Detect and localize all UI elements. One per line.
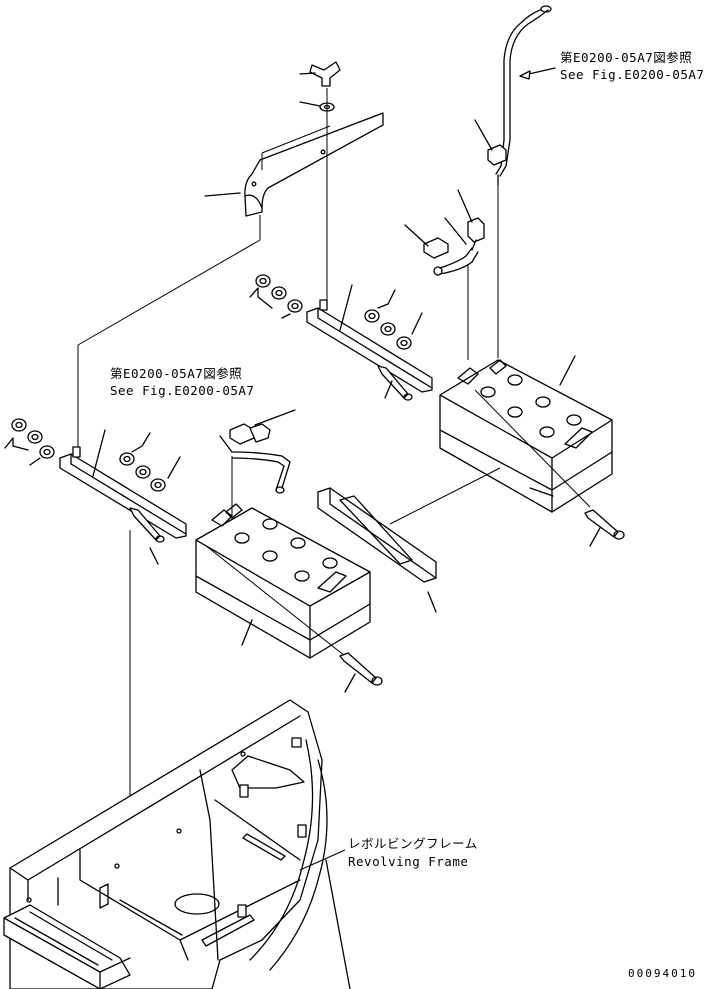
upper-battery-bolt (584, 509, 625, 547)
reference-note-top-jp: 第E0200-05A7図参照 (560, 50, 693, 65)
upper-battery (439, 355, 613, 513)
upper-cable (474, 5, 556, 358)
revolving-frame (9, 699, 351, 989)
frame-label-en: Revolving Frame (348, 854, 469, 869)
frame-label-jp: レボルビングフレーム (348, 836, 478, 851)
battery-cover-plate (204, 112, 384, 217)
lower-battery-bolt (339, 652, 383, 693)
reference-note-top-en: See Fig.E0200-05A7 (560, 67, 705, 82)
upper-hold-down-bracket (306, 284, 433, 401)
middle-cable (219, 409, 296, 520)
upper-jumper-cable (404, 189, 485, 360)
frame-leader-line (299, 849, 346, 871)
wing-bolt (299, 61, 341, 308)
reference-note-mid-jp: 第E0200-05A7図参照 (110, 366, 243, 381)
left-nuts-washers (4, 418, 181, 492)
reference-note-mid-en: See Fig.E0200-05A7 (110, 383, 255, 398)
lower-battery (195, 503, 371, 661)
frame-step (3, 904, 131, 989)
drawing-number: 00094010 (628, 967, 697, 980)
battery-spacer (317, 467, 501, 613)
upper-nuts-washers (249, 274, 423, 350)
